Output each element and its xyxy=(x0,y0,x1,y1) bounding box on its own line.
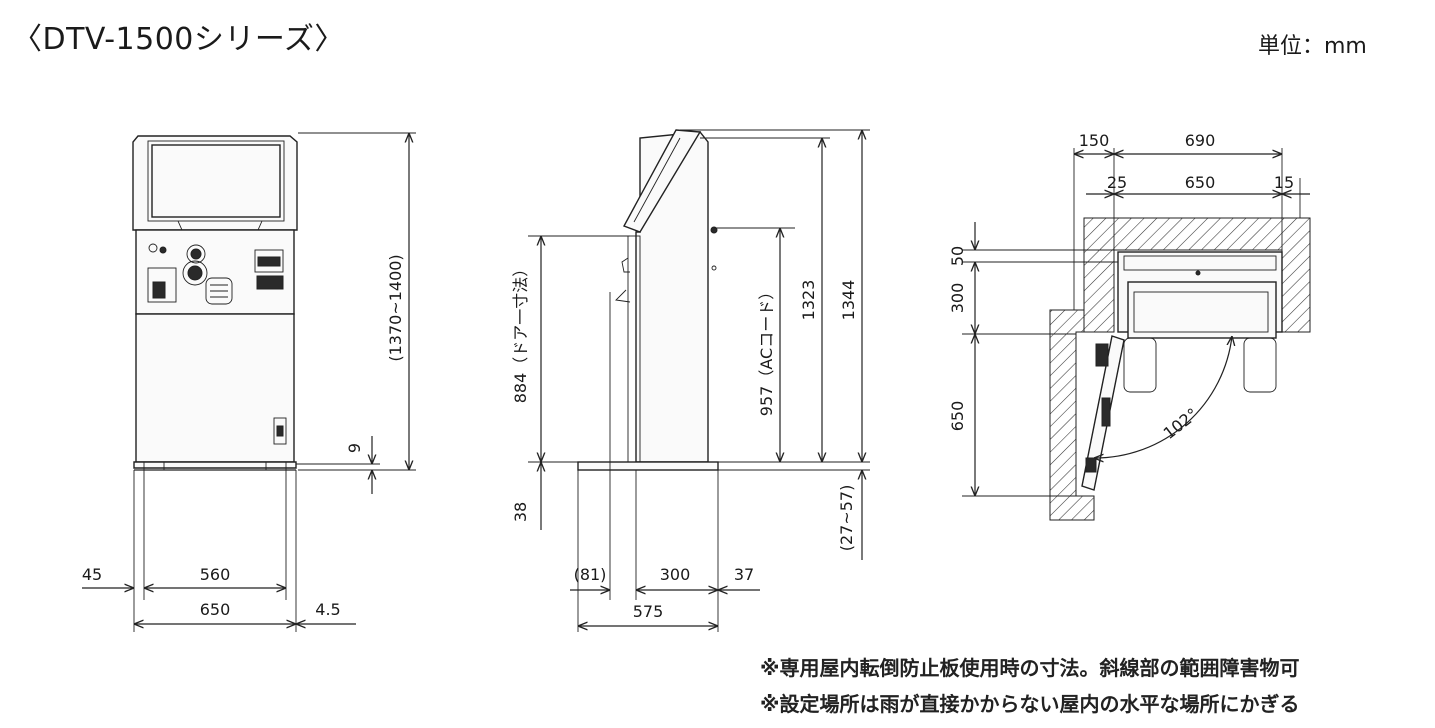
side-total-depth-label: 575 xyxy=(633,602,664,621)
top-depth-650-label: 650 xyxy=(948,401,967,432)
front-height-label: (1370~1400) xyxy=(386,254,405,361)
front-floor-gap-label: 9 xyxy=(345,443,364,453)
front-total-width-label: 650 xyxy=(200,600,231,619)
side-adjuster-label: (27~57) xyxy=(837,485,856,552)
page-title: 〈DTV-1500シリーズ〉 xyxy=(12,22,345,57)
side-base-height-label: 38 xyxy=(511,502,530,522)
top-side-25-label: 25 xyxy=(1107,173,1127,192)
side-front-overhang-label: (81) xyxy=(574,565,607,584)
front-lower-cabinet xyxy=(135,313,295,463)
front-inner-width-label: 560 xyxy=(200,565,231,584)
note-line: ※専用屋内転倒防止板使用時の寸法。斜線部の範囲障害物可 xyxy=(760,656,1300,680)
top-offset-150-label: 150 xyxy=(1079,131,1110,150)
front-right-margin-label: 4.5 xyxy=(315,600,340,619)
side-base-depth-label: 300 xyxy=(660,565,691,584)
top-width-650-label: 650 xyxy=(1185,173,1216,192)
top-depth-300-label: 300 xyxy=(948,283,967,314)
side-base xyxy=(577,461,719,471)
front-left-margin-label: 45 xyxy=(82,565,102,584)
side-cabinet xyxy=(635,131,709,463)
front-base xyxy=(133,461,297,469)
notes: ※専用屋内転倒防止板使用時の寸法。斜線部の範囲障害物可 ※設定場所は雨が直接かか… xyxy=(760,650,1299,722)
side-ac-cord-label: 957（ACコード） xyxy=(757,284,776,416)
front-view: (1370~1400) 9 45 560 650 4.5 xyxy=(82,132,416,632)
door-swing-arc xyxy=(1094,336,1232,458)
side-door-height-label: 884（ドア一寸法） xyxy=(511,261,530,404)
door-angle-label: 102° xyxy=(1160,404,1202,443)
top-width-690-label: 690 xyxy=(1185,131,1216,150)
side-rear-margin-label: 37 xyxy=(734,565,754,584)
top-side-15-label: 15 xyxy=(1274,173,1294,192)
top-view: 102° 150 690 25 650 15 50 300 650 xyxy=(948,131,1311,521)
side-height-1344-label: 1344 xyxy=(839,280,858,321)
side-view: 884（ドア一寸法） 38 957（ACコード） 1323 1344 (27~5… xyxy=(511,129,870,632)
front-screen xyxy=(151,144,281,218)
side-height-1323-label: 1323 xyxy=(799,280,818,321)
unit-label: 単位：mm xyxy=(1258,34,1367,59)
top-depth-50-label: 50 xyxy=(948,246,967,266)
note-line: ※設定場所は雨が直接かからない屋内の水平な場所にかぎる xyxy=(760,692,1300,716)
